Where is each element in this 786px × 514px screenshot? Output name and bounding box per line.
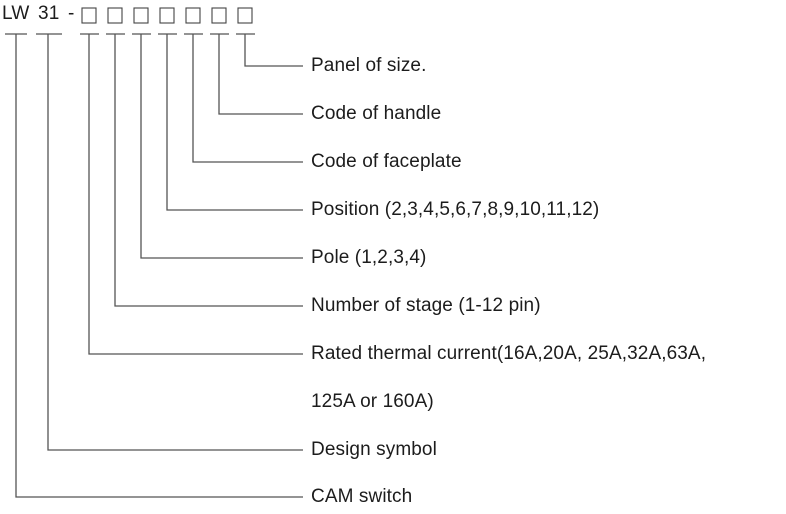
leader-stage	[114, 34, 303, 307]
leader-design-symbol	[47, 34, 303, 451]
code-series: 31	[38, 3, 60, 24]
label-handle: Code of handle	[311, 103, 442, 124]
label-panel-size: Panel of size.	[311, 55, 427, 76]
label-current-line-2: 125A or 160A)	[311, 391, 434, 412]
code-slot-5	[185, 7, 201, 24]
code-dash: -	[68, 3, 75, 24]
leader-position	[166, 34, 303, 211]
code-slot-4	[159, 7, 175, 24]
label-cam-switch: CAM switch	[311, 486, 413, 507]
code-slot-6	[211, 7, 227, 24]
code-prefix: LW	[2, 3, 30, 24]
code-slot-3	[133, 7, 149, 24]
leader-faceplate	[192, 34, 303, 163]
leader-handle	[218, 34, 303, 115]
label-stage: Number of stage (1-12 pin)	[311, 295, 541, 316]
label-position: Position (2,3,4,5,6,7,8,9,10,11,12)	[311, 199, 600, 220]
leader-pole	[140, 34, 303, 259]
leader-cam-switch	[15, 34, 303, 498]
code-slot-7	[237, 7, 253, 24]
label-design-symbol: Design symbol	[311, 439, 437, 460]
label-current-line-1: Rated thermal current(16A,20A, 25A,32A,6…	[311, 343, 707, 364]
label-pole: Pole (1,2,3,4)	[311, 247, 427, 268]
label-faceplate: Code of faceplate	[311, 151, 462, 172]
leader-current	[88, 34, 303, 355]
code-slot-2	[107, 7, 123, 24]
leader-panel-size	[244, 34, 303, 67]
code-slot-1	[81, 7, 97, 24]
